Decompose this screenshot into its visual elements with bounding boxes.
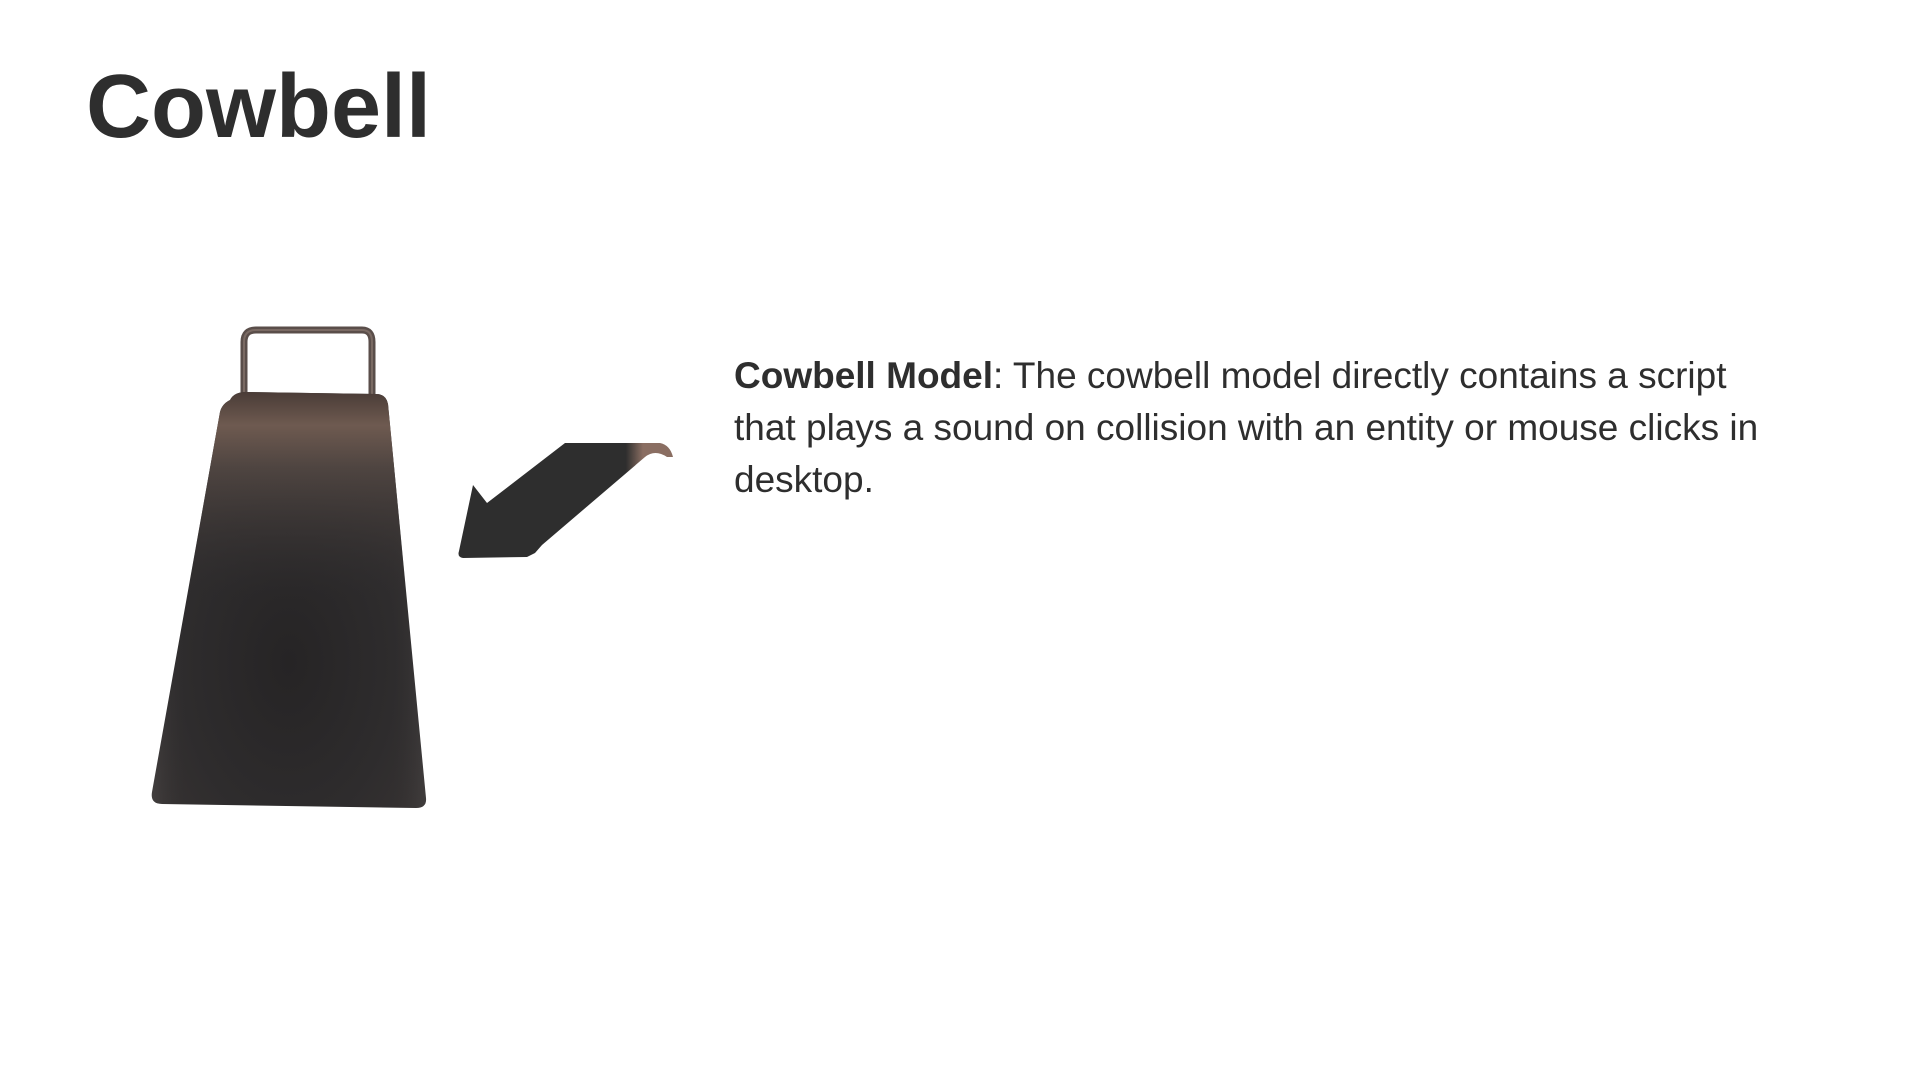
arrow-icon [458,443,673,558]
description-text: Cowbell Model: The cowbell model directl… [734,350,1764,506]
slide-title: Cowbell [86,57,432,157]
cowbell-image [151,326,427,808]
description-body: The cowbell model directly contains a sc… [734,355,1759,500]
description-term: Cowbell Model [734,355,993,396]
description-separator: : [993,355,1004,396]
